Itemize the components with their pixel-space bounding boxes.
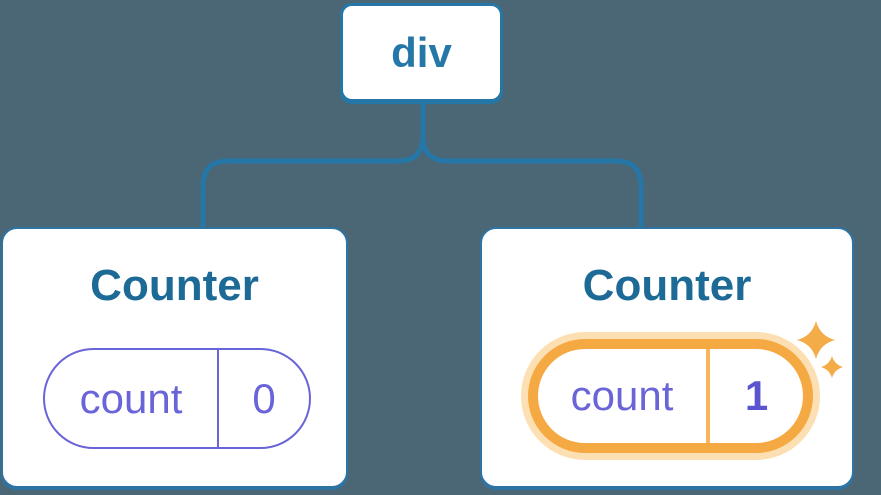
component-title: Counter xyxy=(582,261,752,310)
connector-left-branch xyxy=(200,101,426,232)
pill-divider xyxy=(217,350,219,447)
state-key-label: count xyxy=(570,372,674,419)
state-value: 0 xyxy=(252,374,276,422)
state-key-cell: count xyxy=(45,350,217,447)
root-node-label: div xyxy=(391,28,452,76)
state-pill-highlighted: count 1 xyxy=(528,339,813,453)
counter-card-left: Counter count 0 xyxy=(1,227,348,488)
state-key-cell: count xyxy=(538,349,706,443)
state-key-label: count xyxy=(79,374,183,422)
state-pill: count 0 xyxy=(43,348,311,449)
state-value-cell: 0 xyxy=(219,350,309,447)
connector-right-branch xyxy=(420,101,644,232)
counter-card-right: Counter count 1 xyxy=(480,227,854,488)
pill-divider xyxy=(706,349,710,443)
component-title: Counter xyxy=(90,261,259,310)
root-node-div: div xyxy=(340,3,503,102)
state-value: 1 xyxy=(744,372,769,419)
state-value-cell: 1 xyxy=(710,349,803,443)
